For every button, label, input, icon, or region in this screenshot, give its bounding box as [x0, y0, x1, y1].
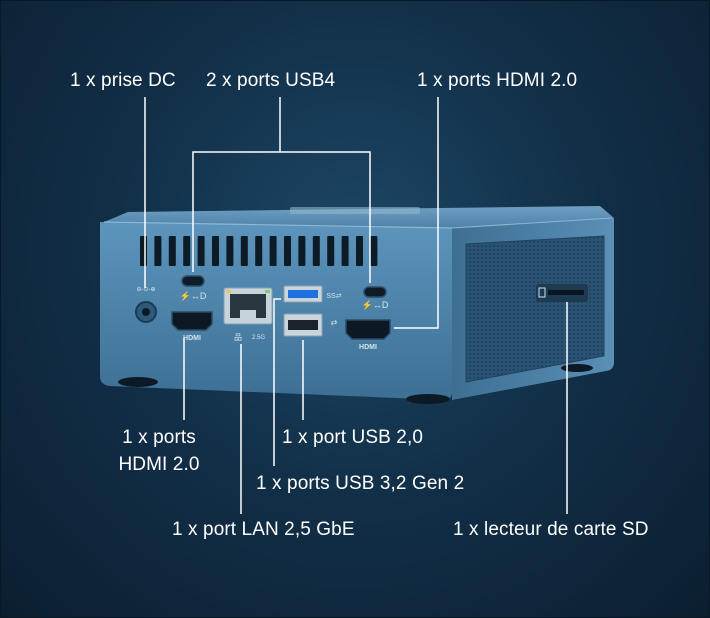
lan-network-icon: 品: [234, 333, 242, 342]
case-top: [104, 206, 614, 228]
label-sd-reader: 1 x lecteur de carte SD: [453, 519, 649, 540]
label-hdmi-left-line2: HDMI 2.0: [118, 454, 200, 475]
vent-slot: [298, 236, 306, 266]
vent-slot: [312, 236, 320, 266]
case-logo-icon: [290, 207, 420, 214]
vent-slot: [356, 236, 363, 266]
vent-slot: [197, 236, 205, 266]
vent-slot: [341, 236, 349, 266]
sd-card-icon: [538, 287, 546, 298]
case-front: [100, 222, 452, 400]
label-hdmi-left: 1 x ports HDMI 2.0: [104, 426, 214, 477]
vent-slot: [183, 236, 191, 266]
hdmi-port-right: HDMI: [345, 319, 391, 351]
label-usb4: 2 x ports USB4: [206, 70, 336, 91]
lan-port: 品 2.5G: [223, 287, 273, 342]
callout-line-usb32: [273, 298, 281, 466]
sd-card-slot: [536, 284, 588, 302]
foot-right: [561, 364, 593, 372]
callout-lines: [144, 97, 568, 514]
vent-slot: [284, 236, 291, 266]
label-hdmi-right: 1 x ports HDMI 2.0: [417, 70, 578, 91]
hdmi-mark-right: HDMI: [359, 344, 377, 351]
label-lan: 1 x port LAN 2,5 GbE: [172, 519, 355, 540]
label-usb32: 1 x ports USB 3,2 Gen 2: [256, 473, 465, 494]
vent-slot: [255, 236, 263, 266]
usb-icon: ⇄: [331, 318, 338, 327]
dc-polarity-icon: ⊖-⊙-⊕: [136, 287, 155, 293]
vent-slot: [154, 236, 162, 266]
label-dc-jack: 1 x prise DC: [70, 70, 176, 91]
vent-slots: [140, 236, 378, 266]
vent-slot: [212, 236, 219, 266]
usb-c-port-right: ⚡↔D: [362, 286, 389, 311]
vent-slot: [370, 236, 378, 266]
callout-bracket-usb4: [192, 151, 371, 283]
hdmi-mark-left: HDMI: [183, 335, 201, 342]
hdmi-port-left: HDMI: [171, 311, 213, 342]
foot-left: [118, 377, 158, 387]
usb-c-port-left: ⚡↔D: [180, 275, 207, 302]
label-hdmi-left-line1: 1 x ports: [122, 427, 196, 448]
vent-slot: [168, 236, 176, 266]
side-mesh-grille: [465, 235, 605, 383]
usb20-port: ⇄: [283, 313, 338, 337]
dc-jack-port: ⊖-⊙-⊕: [135, 287, 157, 323]
usbc-power-icon-right: ⚡↔D: [362, 299, 389, 311]
vent-slot: [226, 236, 234, 266]
usb32-port: SS⇄: [283, 285, 342, 303]
lan-speed-mark: 2.5G: [252, 335, 265, 341]
callout-line-hdmi-right: [394, 97, 439, 329]
label-usb20: 1 x port USB 2,0: [282, 427, 424, 448]
vent-slot: [327, 236, 335, 266]
vent-slot: [269, 236, 277, 266]
vent-slot: [140, 236, 147, 266]
usb-ss-icon: SS⇄: [326, 293, 341, 300]
usbc-power-icon-left: ⚡↔D: [180, 290, 207, 302]
vent-slot: [240, 236, 248, 266]
foot-center: [406, 394, 450, 404]
